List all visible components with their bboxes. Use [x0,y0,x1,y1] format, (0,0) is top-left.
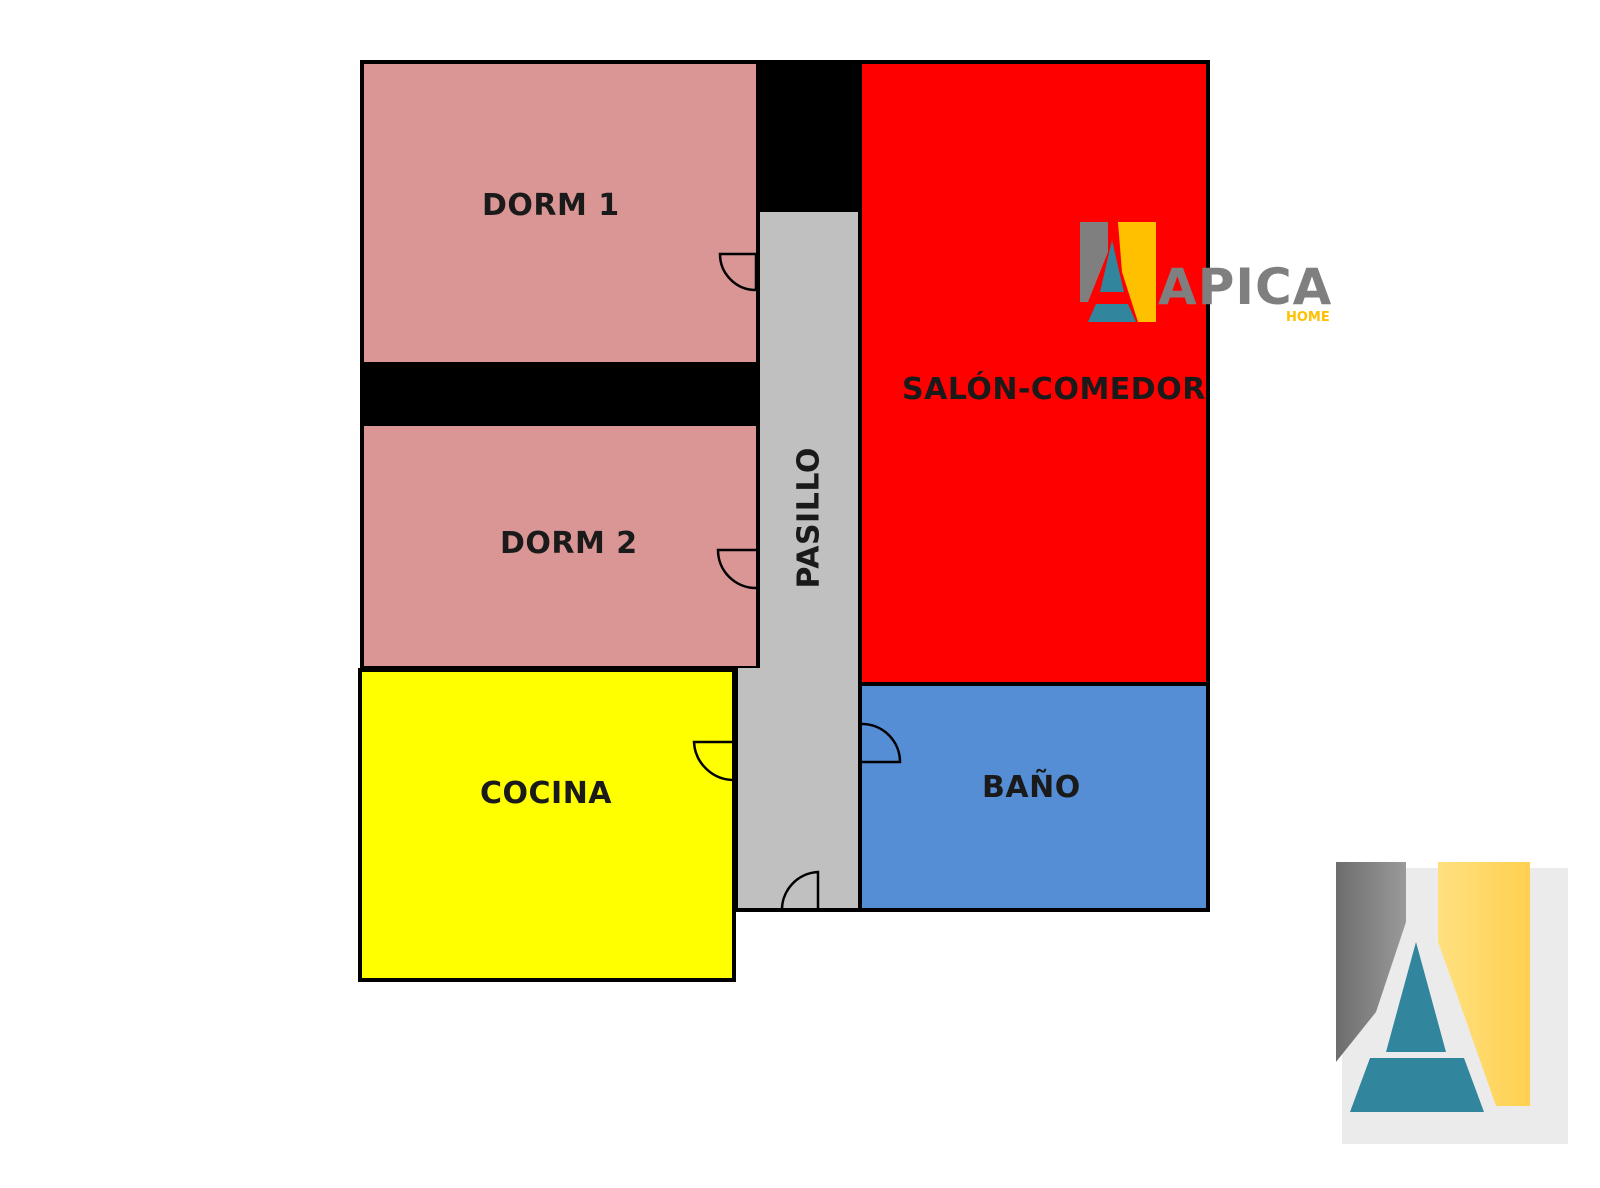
door-bano [861,722,902,764]
wall-top-corridor [756,60,862,216]
room-label-bano: BAÑO [982,770,1081,805]
apica-mark-large [1336,862,1568,1144]
brand-logo-small: APICA HOME [1078,222,1338,332]
room-label-dorm-2: DORM 2 [500,526,638,561]
door-entrance [780,870,820,913]
room-dorm-1 [360,60,760,366]
room-bano [858,682,1210,912]
brand-tagline-small: HOME [1286,310,1330,325]
room-cocina [358,668,736,982]
brand-logo-large [1336,862,1568,1144]
door-cocina [692,740,735,782]
brand-name-small: APICA [1158,258,1333,316]
room-salon-comedor [858,60,1210,686]
door-dorm-2 [716,548,757,590]
room-dorm-2 [360,422,760,670]
room-label-dorm-1: DORM 1 [482,188,620,223]
apica-mark-small [1080,222,1156,322]
door-dorm-1 [718,252,757,292]
room-label-salon-comedor: SALÓN-COMEDOR [902,372,1206,407]
room-label-cocina: COCINA [480,776,613,811]
wall-between-bedrooms [360,362,760,426]
